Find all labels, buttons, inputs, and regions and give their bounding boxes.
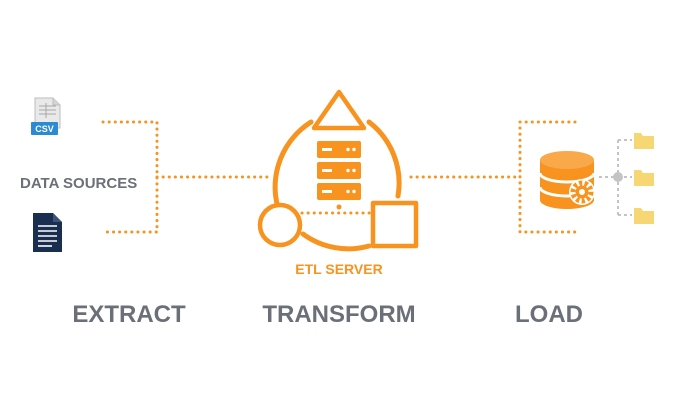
database-gear-icon (538, 151, 596, 209)
load-connector (518, 120, 577, 234)
triangle-shape (311, 89, 367, 131)
shape-connector-node (336, 204, 342, 210)
load-label: LOAD (515, 301, 583, 328)
extract-label: EXTRACT (72, 301, 186, 328)
etl-server-label: ETL SERVER (295, 261, 382, 277)
circle-shape (257, 202, 303, 248)
extract-connector (101, 120, 270, 234)
square-shape (370, 200, 419, 249)
transform-label: TRANSFORM (262, 301, 415, 328)
folder-icon (634, 170, 654, 186)
folder-connector (599, 139, 632, 216)
document-icon (33, 213, 62, 252)
server-icon (317, 141, 361, 200)
data-sources-label: DATA SOURCES (20, 175, 137, 192)
csv-file-icon: CSV (31, 97, 61, 135)
csv-badge-label: CSV (35, 124, 54, 134)
folder-icon (634, 208, 654, 224)
csv-badge (31, 122, 58, 135)
folder-icon (634, 133, 654, 149)
